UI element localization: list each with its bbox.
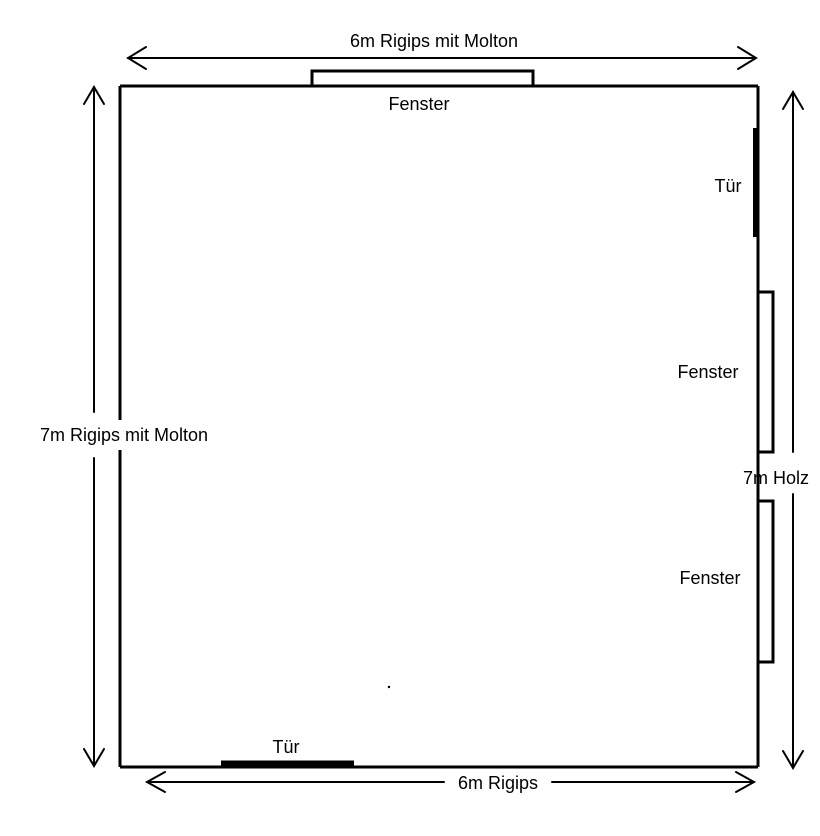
dimension-bottom-label: 6m Rigips <box>458 773 538 793</box>
window-right-lower <box>758 499 775 664</box>
window-right-upper <box>758 290 775 454</box>
window-right-upper-label: Fenster <box>677 362 738 382</box>
window-top <box>310 69 535 86</box>
arrow-top <box>126 46 758 70</box>
arrow-bottom <box>144 771 757 793</box>
left-label-bg <box>24 420 224 450</box>
dimension-right-label: 7m Holz <box>743 468 809 488</box>
dimension-top-label: 6m Rigips mit Molton <box>350 31 518 51</box>
window-right-lower-label: Fenster <box>679 568 740 588</box>
arrow-right <box>782 90 804 770</box>
dot-mark <box>387 685 391 689</box>
dimension-arrows <box>83 46 804 793</box>
arrow-left <box>83 85 105 768</box>
dimension-left-label: 7m Rigips mit Molton <box>40 425 208 445</box>
window-top-label: Fenster <box>388 94 449 114</box>
room-outline <box>118 84 760 769</box>
door-bottom-label: Tür <box>273 737 300 757</box>
door-right-label: Tür <box>715 176 742 196</box>
